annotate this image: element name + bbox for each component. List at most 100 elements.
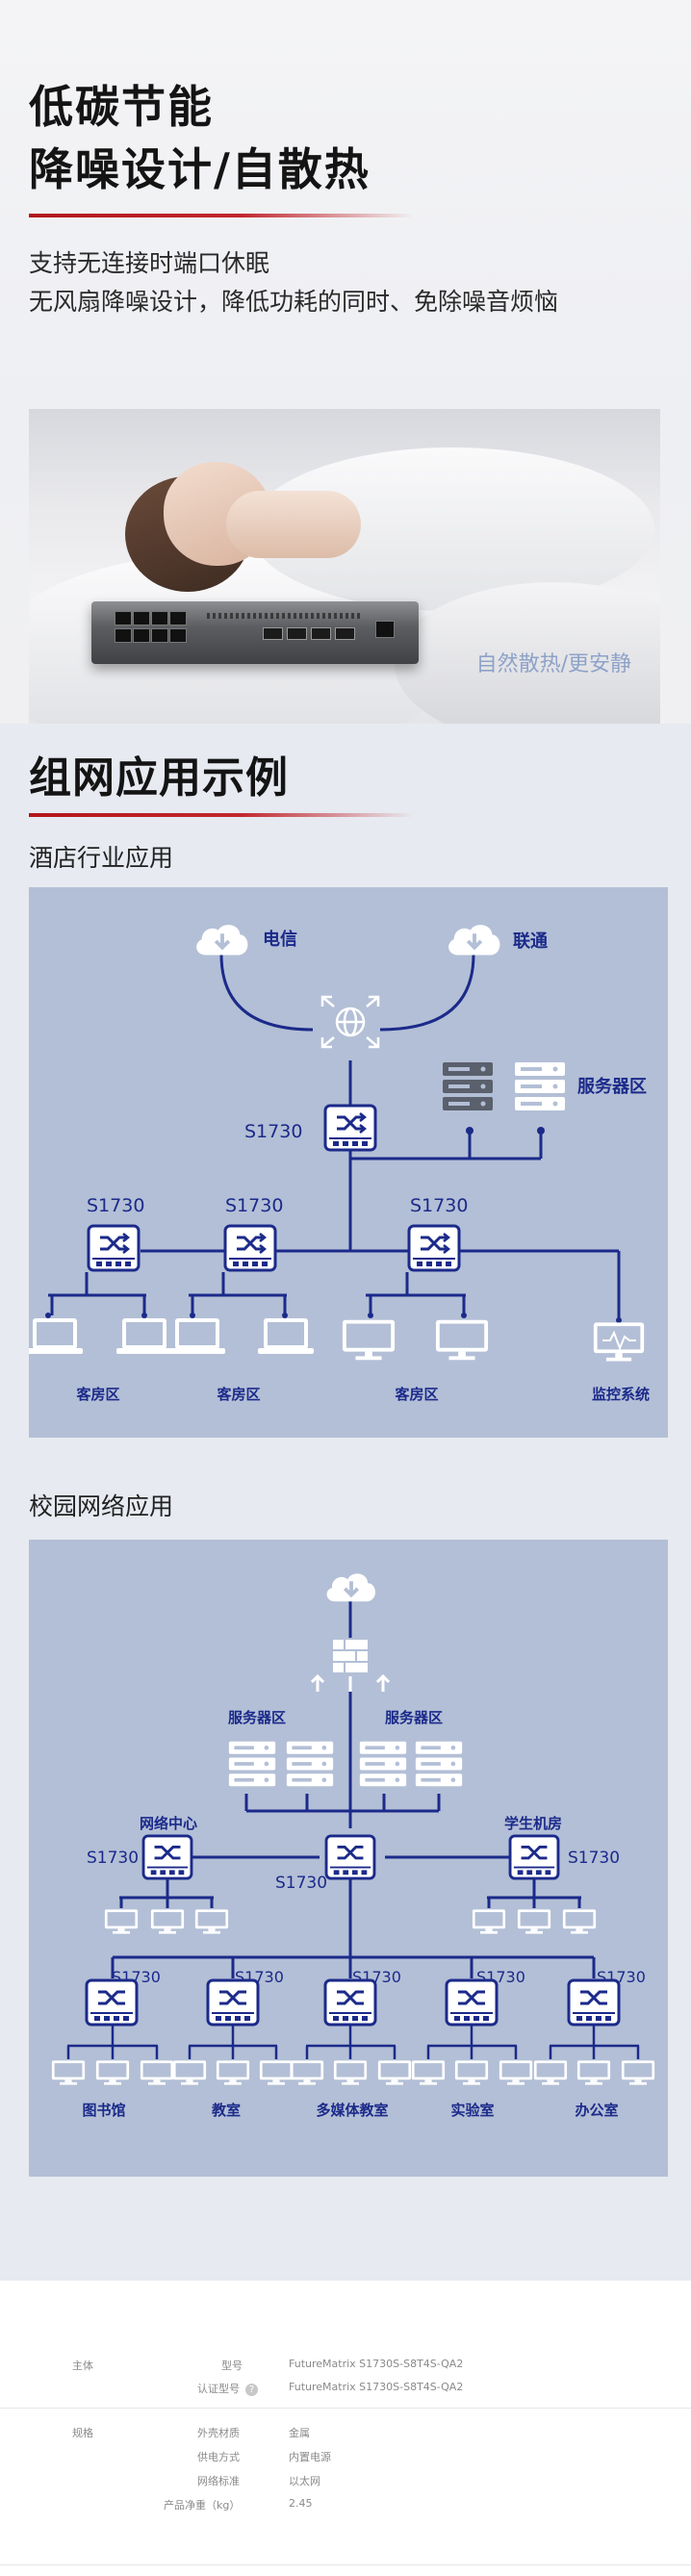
- server-icon: [228, 1741, 276, 1787]
- spec-group-label: 主体: [72, 2359, 93, 2372]
- diagram-use: [533, 2060, 568, 2085]
- diagram-use: [593, 1322, 645, 1362]
- server-icon: [443, 1062, 493, 1110]
- switch-icon: [85, 1978, 139, 2027]
- spec-label: 网络标准: [197, 2475, 240, 2487]
- hero-title-line2: 降噪设计/自散热: [29, 143, 371, 195]
- diagram-path: [310, 1673, 391, 1692]
- zone-c-label: 客房区: [394, 1386, 438, 1403]
- server-zone-right-label: 服务器区: [385, 1709, 443, 1726]
- zone-label: 实验室: [450, 2102, 494, 2119]
- diagram-use: [51, 2060, 86, 2085]
- diagram-use: [377, 2060, 412, 2085]
- server-icon: [415, 1741, 463, 1787]
- photo-caption: 自然散热/更安静: [475, 652, 631, 676]
- cloud-icon: [195, 924, 249, 956]
- zone-label: 教室: [211, 2102, 241, 2119]
- laptop-icon: [256, 1317, 316, 1356]
- diagram-circle: [45, 1313, 51, 1318]
- firewall-icon: [310, 1640, 391, 1692]
- spec-label: 型号: [221, 2359, 243, 2372]
- diagram-path: [366, 1036, 380, 1049]
- diagram-use: [411, 2060, 446, 2085]
- zone-label: 图书馆: [82, 2102, 125, 2119]
- zone-label: 多媒体教室: [316, 2102, 388, 2119]
- campus-heading: 校园网络应用: [29, 1492, 174, 1520]
- diagram-path: [366, 995, 380, 1007]
- diagram-g: [111, 1601, 596, 1978]
- switch-icon: [141, 1834, 193, 1880]
- diagram-use: [216, 2060, 250, 2085]
- switch-icon: [445, 1978, 499, 2027]
- spec-value: FutureMatrix S1730S-S8T4S-QA2: [289, 2358, 464, 2370]
- pc-icon: [472, 1909, 506, 1934]
- monitoring-icon: [593, 1322, 645, 1362]
- product-photo: 自然散热/更安静: [29, 409, 660, 724]
- campus-network-diagram: 服务器区 服务器区 网络中心 学生机房 S1730 S1730 S1730 S1…: [29, 1540, 668, 2177]
- spec-label: 供电方式: [197, 2451, 240, 2463]
- diagram-path: [602, 1330, 636, 1351]
- laptop-icon: [167, 1317, 227, 1356]
- isp1-label: 电信: [263, 929, 297, 950]
- switch-icon: [323, 1104, 377, 1152]
- zone-b-label: 客房区: [216, 1386, 260, 1403]
- diagram-path: [379, 954, 475, 1032]
- pc-icon: [517, 1909, 551, 1934]
- diagram-path: [219, 954, 314, 1032]
- diagram-use: [333, 2060, 368, 2085]
- hotel-network-diagram: 电信 联通 服务器区 S1730 S1730 S1730 S1730 客房区 客…: [25, 887, 668, 1438]
- zone-a-label: 客房区: [75, 1386, 119, 1403]
- spec-label: 外壳材质: [197, 2427, 240, 2439]
- spec-value: 内置电源: [289, 2451, 331, 2463]
- switch-icon: [508, 1834, 560, 1880]
- left-switch-label: S1730: [87, 1849, 139, 1868]
- divider: [0, 2564, 691, 2565]
- server-zone-left-label: 服务器区: [228, 1709, 286, 1726]
- diagram-circle: [616, 1317, 622, 1323]
- networking-title: 组网应用示例: [29, 753, 289, 803]
- hero-sub-line2: 无风扇降噪设计，降低功耗的同时、免除噪音烦恼: [29, 288, 559, 316]
- diagram-use: [259, 2060, 294, 2085]
- laptop-icon: [115, 1317, 174, 1356]
- cloud-icon: [324, 1571, 377, 1604]
- diagram-use: [454, 2060, 489, 2085]
- switch-icon: [223, 1224, 277, 1272]
- globe-icon: [320, 995, 380, 1049]
- diagram-g: [48, 954, 621, 1320]
- diagram-use: [140, 2060, 174, 2085]
- networking-underline: [29, 813, 414, 817]
- server-icon: [515, 1062, 565, 1110]
- diagram-circle: [141, 1313, 147, 1318]
- help-icon[interactable]: ?: [245, 2383, 258, 2396]
- core-switch-label: S1730: [244, 1121, 302, 1142]
- net-center-label: 网络中心: [140, 1815, 197, 1832]
- diagram-rect: [333, 1640, 368, 1672]
- switch-icon: [87, 1224, 141, 1272]
- diagram-use: [195, 924, 249, 956]
- student-lab-label: 学生机房: [504, 1815, 562, 1832]
- spec-value: 2.45: [289, 2497, 313, 2510]
- spec-table: 主体 型号 FutureMatrix S1730S-S8T4S-QA2 认证型号…: [0, 2281, 691, 2576]
- switch-a-label: S1730: [87, 1195, 144, 1216]
- diagram-circle: [190, 1313, 195, 1318]
- diagram-g: [66, 2024, 640, 2059]
- diagram-use: [95, 2060, 130, 2085]
- cloud-icon: [448, 924, 501, 956]
- switch-icon: [206, 1978, 260, 2027]
- spec-value: 以太网: [289, 2475, 320, 2487]
- server-zone-label: 服务器区: [577, 1076, 647, 1097]
- diagram-use: [621, 2060, 655, 2085]
- isp2-label: 联通: [513, 931, 548, 952]
- switch-icon: [323, 1978, 377, 2027]
- monitor-label: 监控系统: [592, 1386, 650, 1403]
- switch-icon: [324, 1834, 376, 1880]
- zone-label: 办公室: [575, 2102, 618, 2119]
- title-underline: [29, 214, 414, 217]
- spec-group-label: 规格: [72, 2427, 93, 2439]
- diagram-circle: [537, 1127, 545, 1135]
- switch-icon: [407, 1224, 461, 1272]
- divider: [0, 2408, 691, 2409]
- spec-label: 认证型号: [197, 2383, 240, 2395]
- switch-icon: [567, 1978, 621, 2027]
- core-switch-label: S1730: [275, 1874, 327, 1893]
